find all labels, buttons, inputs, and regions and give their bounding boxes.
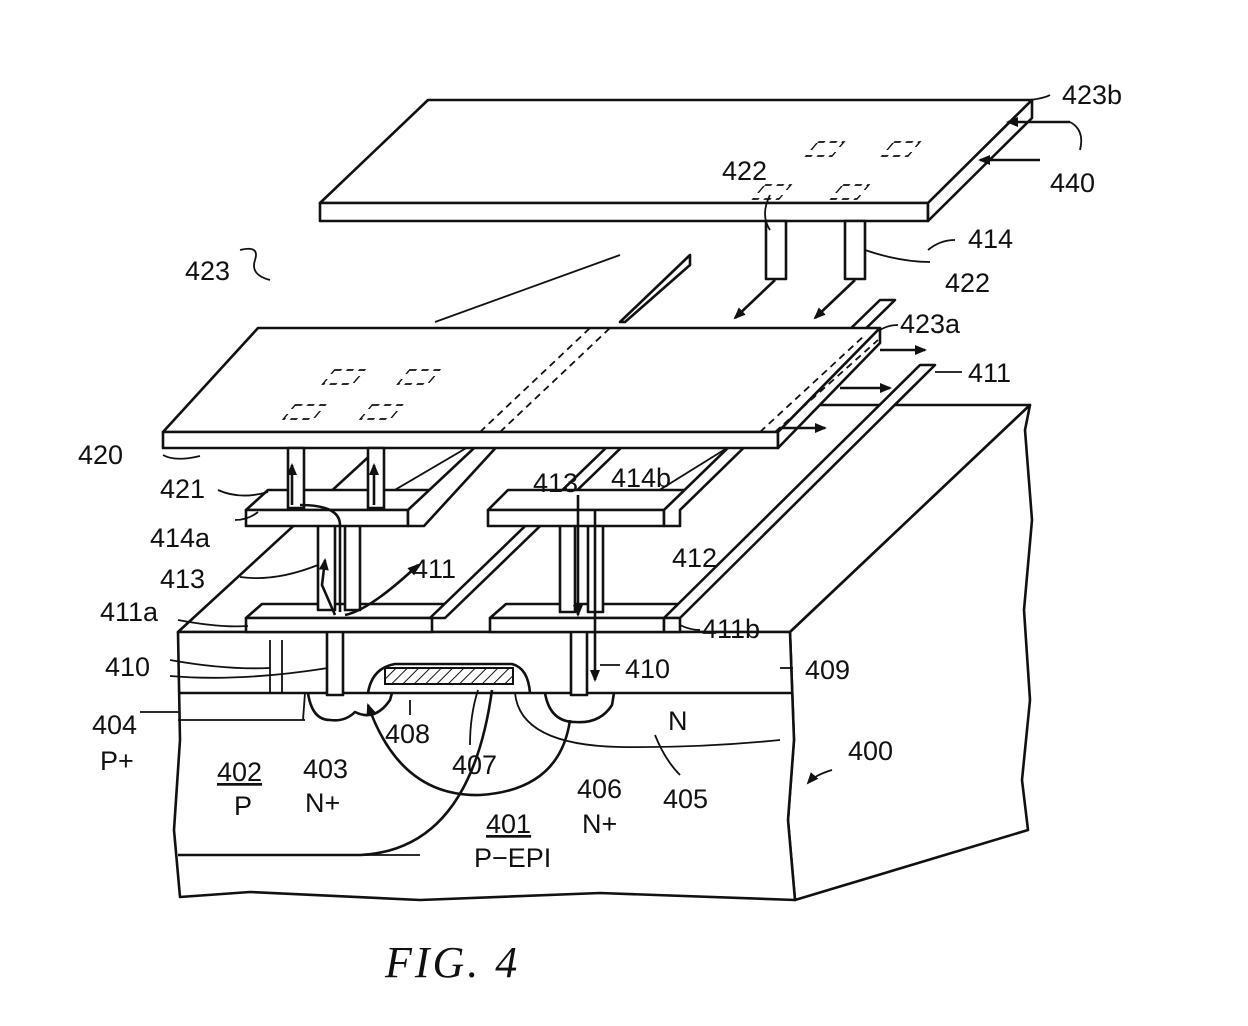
- label-421: 421: [160, 474, 205, 504]
- plate-423b: [320, 100, 1032, 279]
- label-422: 422: [945, 268, 990, 298]
- figure-caption: FIG. 4: [384, 938, 520, 987]
- label-405: 405: [663, 784, 708, 814]
- label-413-right: 413: [533, 468, 578, 498]
- label-413-left: 413: [160, 564, 205, 594]
- label-423b: 423b: [1062, 80, 1122, 110]
- label-p-epi: P−EPI: [474, 843, 551, 873]
- label-420: 420: [78, 440, 123, 470]
- label-n-plus-left: N+: [305, 788, 340, 818]
- label-403: 403: [303, 754, 348, 784]
- label-400: 400: [848, 736, 893, 766]
- label-n: N: [668, 706, 688, 736]
- label-406: 406: [577, 774, 622, 804]
- label-423a: 423a: [900, 309, 961, 339]
- label-411b: 411b: [702, 614, 760, 644]
- label-404: 404: [92, 710, 137, 740]
- label-411-mid: 411: [413, 554, 456, 584]
- label-410-right: 410: [625, 654, 670, 684]
- label-p-plus: P+: [100, 746, 134, 776]
- label-p: P: [234, 791, 252, 821]
- label-408: 408: [385, 719, 430, 749]
- label-411-right: 411: [968, 358, 1011, 388]
- label-414b: 414b: [611, 463, 671, 493]
- label-411a: 411a: [100, 597, 159, 627]
- label-440: 440: [1050, 168, 1095, 198]
- label-407: 407: [452, 750, 497, 780]
- label-402: 402: [217, 757, 262, 787]
- label-423: 423: [185, 256, 230, 286]
- label-412: 412: [672, 543, 717, 573]
- label-401: 401: [486, 809, 531, 839]
- label-n-plus-right: N+: [582, 809, 617, 839]
- label-410-left: 410: [105, 652, 150, 682]
- label-414a: 414a: [150, 523, 211, 553]
- label-422-top: 422: [722, 156, 767, 186]
- label-414: 414: [968, 224, 1013, 254]
- label-409: 409: [805, 655, 850, 685]
